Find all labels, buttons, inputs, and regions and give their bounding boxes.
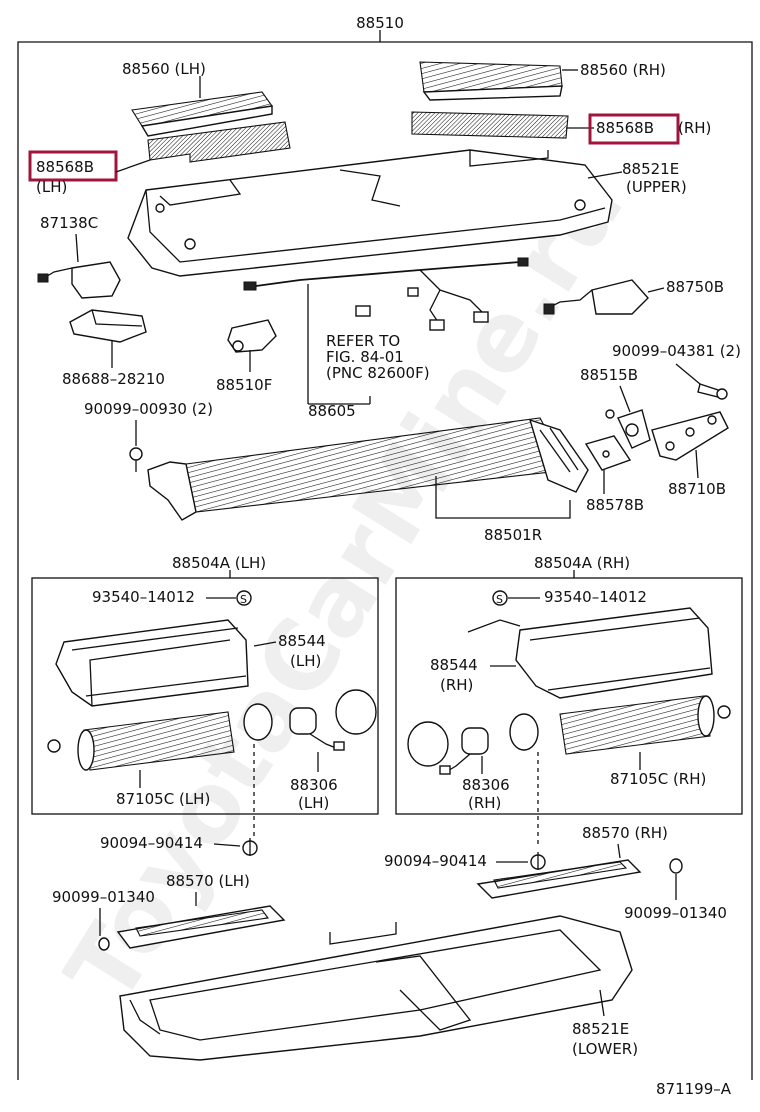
label-88510: 88510	[356, 14, 404, 32]
label-90094-lh: 90094–90414	[100, 834, 203, 852]
label-88570-rh: 88570 (RH)	[582, 824, 668, 842]
case-88521e-lower	[119, 915, 633, 1061]
label-88504a-rh: 88504A (RH)	[534, 554, 630, 572]
cover-88570-lh	[116, 905, 286, 949]
label-88306-rh-1: 88306	[462, 776, 510, 794]
screw-90099-00930	[129, 447, 143, 472]
label-88501r: 88501R	[484, 526, 542, 544]
figure-code: 871199–A	[656, 1080, 732, 1098]
svg-text:S: S	[496, 593, 503, 606]
label-88544-lh-1: 88544	[278, 632, 326, 650]
refer-note-2: FIG. 84-01	[326, 348, 404, 366]
label-lh-suffix: (LH)	[36, 178, 67, 196]
fan-87105c-rh	[559, 695, 731, 755]
label-88688: 88688–28210	[62, 370, 165, 388]
filter-88560-rh	[419, 61, 563, 101]
relay-88510f	[227, 319, 277, 353]
label-88504a-lh: 88504A (LH)	[172, 554, 266, 572]
evaporator-88501r	[147, 417, 589, 521]
label-rh-suffix: (RH)	[678, 119, 711, 137]
label-90099-01340-lh: 90099–01340	[52, 888, 155, 906]
label-88544-rh-1: 88544	[430, 656, 478, 674]
label-87105c-rh: 87105C (RH)	[610, 770, 706, 788]
label-88605: 88605	[308, 402, 356, 420]
bracket-88710b	[651, 411, 729, 461]
screw-90094-lh	[242, 838, 258, 856]
sensor-87138c	[37, 261, 121, 299]
label-88544-lh-2: (LH)	[290, 652, 321, 670]
label-88521e-upper-2: (UPPER)	[626, 178, 687, 196]
label-90094-rh: 90094–90414	[384, 852, 487, 870]
label-90099-01340-rh: 90099–01340	[624, 904, 727, 922]
fan-87105c-lh	[47, 711, 235, 771]
blower-box-rh	[395, 577, 743, 815]
label-88750b: 88750B	[666, 278, 724, 296]
screw-90094-rh	[530, 852, 546, 870]
label-93540-lh: 93540–14012	[92, 588, 195, 606]
s-mark-rh: S	[492, 590, 508, 606]
label-88560-lh: 88560 (LH)	[122, 60, 206, 78]
label-87105c-lh: 87105C (LH)	[116, 790, 210, 808]
label-88710b: 88710B	[668, 480, 726, 498]
label-93540-rh: 93540–14012	[544, 588, 647, 606]
clip-90099-01340-lh	[98, 937, 110, 951]
motor-88306-lh	[243, 689, 377, 751]
label-88521e-lower-2: (LOWER)	[572, 1040, 638, 1058]
motor-88306-rh	[407, 713, 539, 775]
label-88521e-upper-1: 88521E	[622, 160, 679, 178]
filter-88560-lh	[131, 91, 273, 137]
amplifier-88750b	[543, 279, 649, 315]
bracket-88688	[69, 309, 147, 343]
bracket-88515b	[605, 409, 651, 449]
filter-88568b-rh	[411, 111, 569, 139]
label-88544-rh-2: (RH)	[440, 676, 473, 694]
label-90099-00930: 90099–00930 (2)	[84, 400, 213, 418]
s-mark-lh: S	[236, 590, 252, 606]
blower-housing-rh	[467, 607, 713, 699]
label-88568b-lh: 88568B	[36, 158, 94, 176]
label-88510f: 88510F	[216, 376, 272, 394]
assembly-bracket-88510	[17, 30, 753, 1080]
label-88560-rh: 88560 (RH)	[580, 61, 666, 79]
wire-harness-88605	[243, 257, 529, 331]
label-88515b: 88515B	[580, 366, 638, 384]
screw-90099-04381	[697, 383, 728, 400]
label-88578b: 88578B	[586, 496, 644, 514]
blower-box-lh	[31, 577, 379, 815]
clip-90099-01340-rh	[669, 858, 683, 874]
refer-note-3: (PNC 82600F)	[326, 364, 430, 382]
svg-text:S: S	[240, 593, 247, 606]
label-90099-04381: 90099–04381 (2)	[612, 342, 741, 360]
cover-88570-rh	[476, 859, 642, 899]
label-88306-lh-1: 88306	[290, 776, 338, 794]
highlight-box-lh	[28, 150, 118, 182]
highlight-box-rh	[588, 113, 680, 145]
label-88521e-lower-1: 88521E	[572, 1020, 629, 1038]
label-88568b-rh: 88568B	[596, 119, 654, 137]
case-88521e-upper	[127, 149, 613, 277]
connector-ref	[355, 305, 371, 317]
refer-note-1: REFER TO	[326, 332, 400, 350]
seal-88578b	[584, 435, 632, 471]
label-87138c: 87138C	[40, 214, 98, 232]
label-88570-lh: 88570 (LH)	[166, 872, 250, 890]
label-88306-lh-2: (LH)	[298, 794, 329, 812]
label-88306-rh-2: (RH)	[468, 794, 501, 812]
blower-housing-lh	[55, 619, 249, 707]
